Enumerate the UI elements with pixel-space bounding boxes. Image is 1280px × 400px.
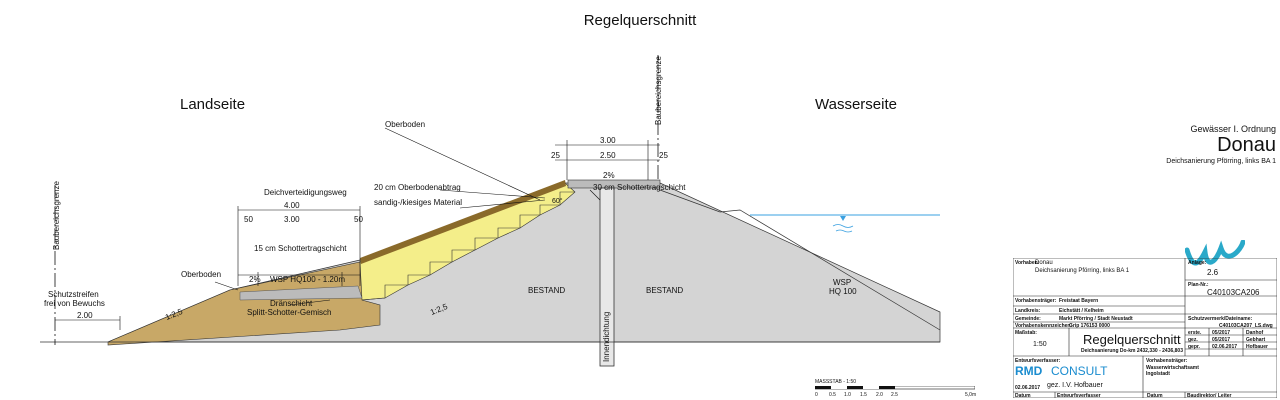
label-slope-crest: 2%	[603, 171, 615, 180]
scale-tick-2: 1.0	[844, 392, 851, 398]
tb-vt-1: Wasserwirtschaftsamt	[1146, 365, 1199, 371]
label-innendichtung: Innendichtung	[602, 311, 611, 362]
tb-vb-label: Vorhabensträger:	[1015, 298, 1057, 304]
label-oberboden-top: Oberboden	[385, 120, 426, 129]
tb-massstab-label: Maßstab:	[1015, 330, 1037, 336]
scale-label: MASSSTAB - 1:50	[815, 379, 857, 385]
river-project: Deichsanierung Pförring, links BA 1	[1166, 158, 1276, 165]
dim-crest-inner: 2.50	[600, 151, 616, 160]
scale-tick-6: 5,0m	[965, 392, 977, 398]
label-hq100: HQ 100	[829, 287, 857, 296]
dim-weg-right: 50	[354, 215, 363, 224]
tb-vt-label: Vorhabensträger:	[1146, 358, 1188, 364]
scale-tick-0: 0	[815, 392, 818, 398]
tb-name-2: Gebhart	[1246, 337, 1266, 343]
agency-logo	[1185, 240, 1245, 266]
label-deichverteidigungsweg: Deichverteidigungsweg	[264, 188, 347, 197]
tb-gem-label: Gemeinde:	[1015, 316, 1041, 322]
tb-plannr: C40103CA206	[1207, 288, 1260, 297]
tb-f-datum2: Datum	[1147, 393, 1163, 399]
label-schutzstreifen-2: frei von Bewuchs	[44, 299, 105, 308]
dim-weg-inner: 3.00	[284, 215, 300, 224]
dim-weg-total: 4.00	[284, 201, 300, 210]
tb-name-3: Hofbauer	[1246, 344, 1268, 350]
dim-crest-right: 25	[659, 151, 668, 160]
river-class: Gewässer I. Ordnung	[1190, 124, 1276, 134]
tb-vt-2: Ingolstadt	[1146, 371, 1170, 377]
label-angle: 60°	[552, 198, 563, 205]
label-landseite: Landseite	[180, 96, 246, 113]
label-draen-1: Dränschicht	[270, 299, 313, 308]
tb-vz-label: Vorhabenskennzeichen:	[1015, 323, 1073, 329]
label-draen-2: Splitt-Schotter-Gemisch	[247, 308, 332, 317]
tb-name-1: Danhof	[1246, 330, 1264, 336]
label-bestand-left: BESTAND	[528, 286, 566, 295]
tb-datei: C40103CA207_LS.dwg	[1219, 323, 1273, 329]
tb-f-datum: Datum	[1015, 393, 1031, 399]
material-layer	[359, 182, 576, 301]
tb-row-gez: gez.	[1188, 337, 1198, 343]
tb-lk: Eichstätt / Kelheim	[1059, 308, 1104, 314]
label-wsp-hq-range: WSP HQ100 - 1.20m	[270, 275, 345, 284]
river-name: Donau	[1217, 134, 1276, 156]
dim-schutz: 2.00	[77, 311, 93, 320]
scale-tick-1: 0.5	[829, 392, 836, 398]
dim-crest-left: 25	[551, 151, 560, 160]
scale-tick-3: 1.5	[860, 392, 867, 398]
label-schotter-weg: 15 cm Schottertragschicht	[254, 244, 347, 253]
tb-date-3: 02.06.2017	[1212, 344, 1238, 350]
page-title: Regelquerschnitt	[583, 12, 697, 29]
tb-company-2: CONSULT	[1051, 364, 1108, 378]
tb-f-baud: Baudirektor/ Leiter	[1187, 393, 1232, 399]
tb-massstab: 1:50	[1033, 341, 1047, 348]
tb-vz: Grip 176153 0000	[1069, 323, 1110, 329]
scale-graphic	[815, 386, 975, 390]
tb-anlage-label: Anlage:	[1188, 260, 1207, 266]
dim-weg-left: 50	[244, 215, 253, 224]
label-oberboden-left: Oberboden	[181, 270, 222, 279]
tb-vorhaben-label: Vorhaben:	[1015, 260, 1040, 266]
tb-anlage: 2.6	[1207, 268, 1219, 277]
label-material: sandig-/kiesiges Material	[374, 198, 463, 207]
label-wsp: WSP	[833, 278, 852, 287]
tb-plan-sub: Deichsanierung Do-km 2432,330 - 2436,803	[1081, 348, 1183, 354]
label-schutzstreifen-1: Schutzstreifen	[48, 290, 99, 299]
title-block-grid	[1013, 258, 1277, 398]
label-bestand-right: BESTAND	[646, 286, 684, 295]
tb-lk-label: Landkreis:	[1015, 308, 1041, 314]
innendichtung-wall	[599, 187, 615, 367]
tb-sig: gez. I.V. Hofbauer	[1047, 382, 1103, 389]
tb-row-gepr: gepr.	[1188, 344, 1200, 350]
tb-datei-label: Schutzvermerk/Dateiname:	[1188, 316, 1253, 322]
tb-vorhaben: Donau	[1035, 260, 1053, 266]
dim-crest-total: 3.00	[600, 136, 616, 145]
label-wasserseite: Wasserseite	[815, 96, 897, 113]
tb-vorhaben-2: Deichsanierung Pförring, links BA 1	[1035, 268, 1130, 274]
label-baubereich-right: Baubereichsgrenze	[654, 56, 663, 125]
label-baubereich-left: Baubereichsgrenze	[52, 181, 61, 250]
oberboden-layer	[360, 180, 566, 264]
tb-date-1: 05/2017	[1212, 330, 1231, 336]
label-schotter-crest: 30 cm Schottertragschicht	[593, 183, 686, 192]
tb-entw-label: Entwurfsverfasser:	[1015, 358, 1061, 364]
tb-row-erst: erste.	[1188, 330, 1202, 336]
tb-sig-date: 02.06.2017	[1015, 385, 1041, 391]
tb-plan-title: Regelquerschnitt	[1083, 332, 1181, 347]
scale-tick-5: 2.5	[891, 392, 898, 398]
dike-cross-section	[40, 55, 941, 367]
label-oberbodenabtrag: 20 cm Oberbodenabtrag	[374, 183, 461, 192]
label-slope-berm: 2%	[249, 275, 261, 284]
scale-tick-4: 2.0	[876, 392, 883, 398]
tb-vb: Freistaat Bayern	[1059, 298, 1099, 304]
draen-layer	[107, 261, 381, 346]
tb-date-2: 05/2017	[1212, 337, 1231, 343]
tb-plannr-label: Plan-Nr.:	[1188, 282, 1209, 288]
tb-f-entw: Entwurfsverfasser	[1057, 393, 1101, 399]
tb-gem: Markt Pförring / Stadt Neustadt	[1059, 316, 1133, 322]
tb-company-1: RMD	[1015, 364, 1043, 378]
title-block: Vorhaben: Donau Deichsanierung Pförring,…	[1013, 258, 1277, 399]
